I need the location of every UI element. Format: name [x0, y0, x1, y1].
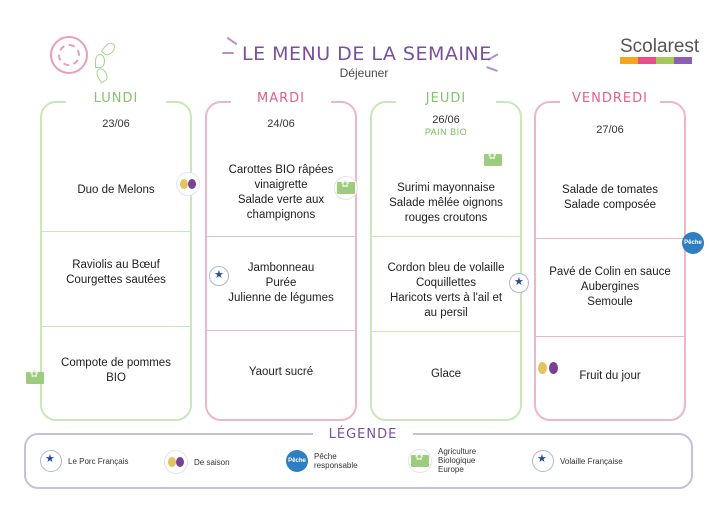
legend-item-agriculture-biologique: Agriculture Biologique Europe [408, 447, 476, 474]
legend-label: Pêche responsable [314, 452, 358, 470]
school-logo-icon [50, 36, 88, 74]
agriculture-biologique-icon [334, 176, 358, 200]
row-divider [42, 326, 190, 327]
porc-francais-icon [40, 450, 62, 472]
brand-color-1 [620, 57, 638, 64]
legend-item-volaille-francaise: Volaille Française [532, 450, 623, 472]
spark-decoration [222, 52, 234, 54]
dish-mardi-plat: Jambonneau Purée Julienne de légumes [228, 262, 334, 304]
day-name-mardi: MARDI [231, 91, 331, 106]
peche-responsable-icon: Pêche [682, 232, 704, 254]
day-date-lundi: 23/06 [102, 118, 130, 130]
volaille-francaise-icon [509, 273, 529, 293]
dish-mardi-dessert: Yaourt sucré [248, 366, 314, 378]
day-name-jeudi: JEUDI [396, 91, 496, 106]
legend-item-porc-francais: Le Porc Français [40, 450, 128, 472]
dish-lundi-entree: Duo de Melons [77, 184, 155, 196]
brand-color-3 [656, 57, 674, 64]
row-divider [536, 336, 684, 337]
day-column-mardi [205, 101, 357, 421]
legend-item-peche-responsable: Pêche Pêche responsable [286, 450, 358, 472]
leaf-decoration-icon [94, 66, 110, 84]
spark-decoration [226, 36, 238, 46]
agriculture-biologique-icon [408, 448, 432, 473]
de-saison-icon [538, 362, 558, 374]
spark-decoration [486, 66, 498, 72]
row-divider [207, 330, 355, 331]
pain-bio-note: PAIN BIO [424, 127, 468, 137]
row-divider [207, 236, 355, 237]
volaille-francaise-icon [532, 450, 554, 472]
brand-color-2 [638, 57, 656, 64]
page-title: LE MENU DE LA SEMAINE [242, 43, 492, 65]
row-divider [536, 238, 684, 239]
brand-tagline-bar [620, 57, 692, 64]
row-divider [42, 231, 190, 232]
dish-vendredi-entree: Salade de tomates Salade composée [562, 184, 658, 211]
dish-jeudi-plat: Cordon bleu de volaille Coquillettes Har… [387, 262, 505, 319]
de-saison-icon [164, 450, 188, 474]
page-subtitle: Déjeuner [339, 66, 389, 80]
day-date-vendredi: 27/06 [596, 124, 624, 136]
brand-logo: Scolarest [620, 36, 700, 57]
day-name-lundi: LUNDI [66, 91, 166, 106]
day-column-lundi [40, 101, 192, 421]
dish-mardi-entree: Carottes BIO râpées vinaigrette Salade v… [228, 164, 334, 221]
agriculture-biologique-icon [26, 369, 44, 384]
legend-item-de-saison: De saison [164, 450, 230, 474]
leaf-decoration-icon [95, 54, 105, 68]
day-date-mardi: 24/06 [267, 118, 295, 130]
brand-color-4 [674, 57, 692, 64]
legend-label: Agriculture Biologique Europe [438, 447, 477, 474]
dish-vendredi-plat: Pavé de Colin en sauce Aubergines Semoul… [549, 266, 671, 308]
dish-vendredi-dessert: Fruit du jour [579, 370, 641, 382]
legend-label: Volaille Française [560, 456, 623, 466]
legend-label: Le Porc Français [68, 456, 129, 466]
dish-lundi-dessert: Compote de pommes BIO [61, 357, 171, 384]
legend-title: LÉGENDE [313, 427, 413, 442]
row-divider [372, 236, 520, 237]
row-divider [372, 331, 520, 332]
peche-responsable-icon: Pêche [286, 450, 308, 472]
legend-label: De saison [194, 457, 230, 467]
dish-lundi-plat: Raviolis au Bœuf Courgettes sautées [66, 259, 166, 286]
dish-jeudi-dessert: Glace [430, 368, 462, 380]
de-saison-icon [176, 172, 200, 196]
agriculture-biologique-icon [484, 151, 502, 166]
day-date-jeudi: 26/06 [432, 114, 460, 126]
day-column-vendredi [534, 101, 686, 421]
porc-francais-icon [209, 266, 229, 286]
day-name-vendredi: VENDREDI [560, 91, 660, 106]
dish-jeudi-entree: Surimi mayonnaise Salade mêlée oignons r… [389, 182, 503, 224]
